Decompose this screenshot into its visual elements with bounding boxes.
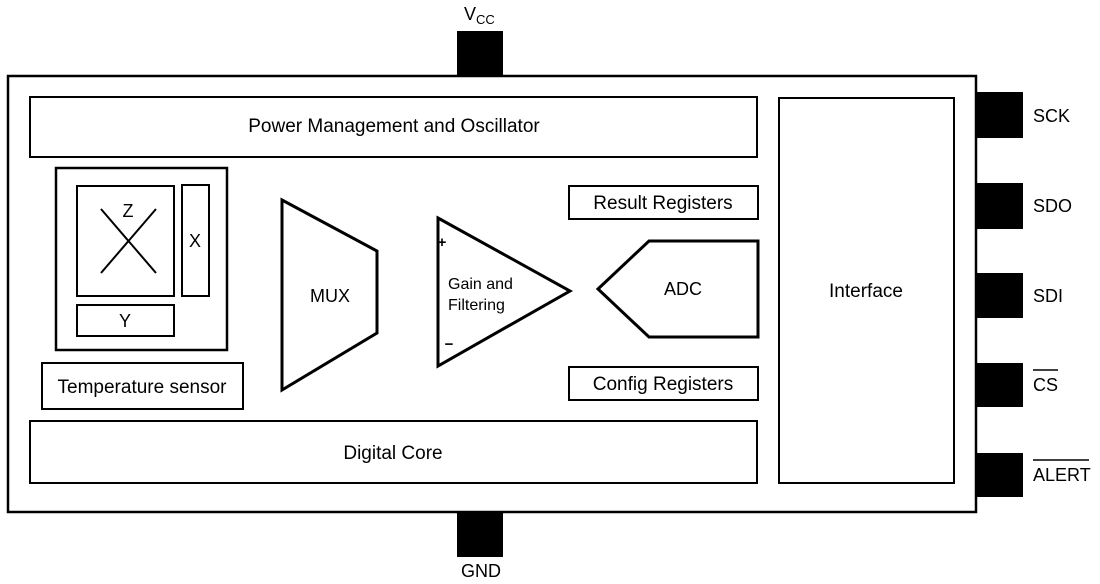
sensor-array-block: Z X Y: [54, 166, 229, 352]
power-management-label: Power Management and Oscillator: [248, 116, 540, 137]
adc-block: [595, 239, 760, 339]
sck-label: SCK: [1033, 106, 1070, 126]
sdi-pin-pad: [977, 273, 1023, 318]
sdo-pin-pad: [977, 183, 1023, 229]
gnd-pin-pad: [457, 512, 503, 557]
z-axis-box: [76, 185, 175, 297]
interface-label: Interface: [829, 281, 903, 302]
digital-core-label: Digital Core: [343, 443, 442, 464]
sdi-label: SDI: [1033, 286, 1063, 306]
config-registers-block: [568, 366, 759, 401]
temperature-sensor-label: Temperature sensor: [58, 377, 228, 398]
amplifier-label-line1: Gain and: [448, 276, 513, 293]
pin-sdo: SDO: [977, 183, 1072, 229]
sck-pin-pad: [977, 92, 1023, 138]
power-management-block: [29, 96, 758, 158]
temperature-sensor-block: [41, 362, 244, 410]
vcc-label-subscript: CC: [476, 12, 495, 27]
pin-alert: ALERT: [977, 453, 1091, 497]
x-axis-label: X: [189, 231, 201, 251]
y-axis-label: Y: [119, 311, 131, 331]
vcc-label-main: V: [464, 4, 476, 24]
z-axis-label: Z: [123, 201, 134, 221]
mux-label: MUX: [310, 286, 350, 306]
pin-vcc: VCC: [457, 4, 503, 76]
pin-sck: SCK: [977, 92, 1070, 138]
interface-block: [778, 97, 955, 484]
alert-pin-pad: [977, 453, 1023, 497]
z-cross-line-2: [100, 208, 157, 274]
adc-label: ADC: [664, 279, 702, 299]
pin-cs: CS: [977, 363, 1058, 407]
pin-gnd: GND: [457, 512, 503, 581]
y-axis-box: [76, 304, 175, 337]
amplifier-plus-label: +: [438, 234, 447, 251]
cs-pin-pad: [977, 363, 1023, 407]
vcc-pin-pad: [457, 31, 503, 76]
x-axis-box: [181, 184, 210, 297]
result-registers-block: [568, 185, 759, 220]
cs-label: CS: [1033, 375, 1058, 395]
digital-core-block: [29, 420, 758, 484]
result-registers-label: Result Registers: [593, 193, 732, 214]
amplifier-label-line2: Filtering: [448, 297, 505, 314]
config-registers-label: Config Registers: [593, 374, 733, 395]
sdo-label: SDO: [1033, 196, 1072, 216]
mux-block: [280, 197, 379, 393]
alert-label: ALERT: [1033, 465, 1091, 485]
gnd-label: GND: [461, 561, 501, 581]
amplifier-minus-label: −: [445, 336, 454, 353]
vcc-label: VCC: [464, 4, 495, 27]
pin-sdi: SDI: [977, 273, 1063, 318]
amplifier-block: [436, 215, 574, 369]
